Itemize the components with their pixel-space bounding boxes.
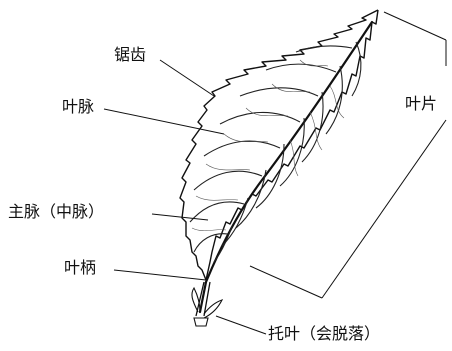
label-petiole: 叶柄 <box>64 260 96 276</box>
label-serration: 锯齿 <box>114 47 146 63</box>
label-stipule: 托叶（会脱落） <box>268 326 380 342</box>
stipule-left <box>192 288 200 312</box>
leader-stipule <box>216 316 266 334</box>
label-main-vein: 主脉（中脉） <box>8 204 104 220</box>
leader-serration <box>160 60 214 96</box>
leaf-blade-left-edge <box>180 10 378 280</box>
leader-vein <box>104 109 224 134</box>
petiole-base <box>194 318 208 326</box>
tertiary-veins <box>192 60 344 231</box>
leader-main-vein <box>152 214 208 220</box>
leader-blade-lower-a <box>322 120 446 298</box>
leader-blade-lower-b <box>250 266 322 298</box>
leader-petiole <box>114 270 206 280</box>
label-vein: 叶脉 <box>62 99 94 115</box>
leader-blade-upper <box>384 12 446 40</box>
label-blade: 叶片 <box>405 96 437 112</box>
